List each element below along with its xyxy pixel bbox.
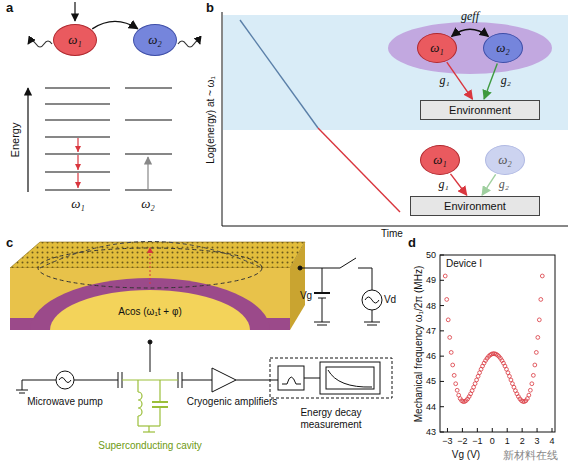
node-text: ω₂ [496, 40, 510, 56]
panel-a-art [28, 2, 200, 192]
data-point [527, 393, 531, 397]
data-point [454, 382, 458, 386]
tick-label: 3 [535, 436, 540, 446]
tick-label: −3 [442, 436, 452, 446]
node-text: ω₁ [68, 32, 82, 48]
panel-b-art [222, 12, 568, 226]
tick-label: 1 [505, 436, 510, 446]
node-text: ω₁ [430, 40, 444, 56]
data-point [528, 388, 532, 392]
data-point [452, 373, 456, 377]
tick-label: 43 [426, 427, 436, 437]
data-point [455, 388, 459, 392]
data-point [443, 274, 447, 278]
connector-arrow [92, 21, 138, 28]
data-point [473, 382, 477, 386]
node-text: Environment [449, 104, 511, 116]
data-point [446, 318, 450, 322]
annotation: Energy decay measurement [272, 407, 390, 430]
panel-d-axes [440, 255, 555, 432]
coupling-label: g₁ [439, 74, 449, 88]
connector-arrow [451, 174, 467, 195]
data-point [540, 274, 544, 278]
coupling-label: g₂ [501, 74, 511, 88]
coupling-label: geff [461, 10, 479, 24]
annotation: Microwave pump [27, 396, 103, 408]
tick-label: 44 [426, 402, 436, 412]
data-point [449, 351, 453, 355]
annotation: Mechanical frequency ω₁/2π (MHz) [413, 266, 425, 422]
data-point [533, 363, 537, 367]
tick-label: 48 [426, 300, 436, 310]
tick-label: 50 [426, 250, 436, 260]
node-text: Environment [444, 200, 506, 212]
coupling-label: g₁ [438, 178, 448, 192]
data-point [534, 351, 538, 355]
data-point [448, 336, 452, 340]
panel-letter: c [6, 236, 13, 251]
tick-label: 45 [426, 376, 436, 386]
data-point [537, 318, 541, 322]
data-point [445, 298, 449, 302]
annotation: Energy [9, 123, 22, 158]
panel-letter: b [206, 1, 214, 16]
tick-label: −1 [472, 436, 482, 446]
watermark: 新材料在线 [503, 449, 558, 462]
tick-label: 2 [520, 436, 525, 446]
annotation: Vg (V) [452, 449, 480, 461]
annotation: Acos (ω₁t + φ) [118, 306, 182, 318]
mode-circle: ω₁ [420, 145, 460, 175]
tick-label: −2 [457, 436, 467, 446]
annotation: Superconducting cavity [98, 440, 201, 452]
mode-circle: ω₂ [133, 24, 177, 56]
environment-box: Environment [410, 196, 540, 216]
panel-letter: d [408, 236, 416, 251]
annotation: Vd [384, 294, 396, 306]
data-point [536, 336, 540, 340]
mode-circle: ω₂ [483, 33, 523, 63]
annotation: Log(energy) at ~ ω₁ [205, 76, 217, 164]
data-point [509, 378, 513, 382]
mode-circle: ω₁ [53, 24, 97, 56]
data-point [475, 378, 479, 382]
connector-arrow [447, 62, 473, 99]
mode-circle: ω₁ [417, 33, 457, 63]
annotation: Vg [300, 290, 312, 302]
tick-label: 0 [490, 436, 495, 446]
node-text: ω₁ [433, 152, 447, 168]
data-point [530, 382, 534, 386]
node-text: ω₂ [148, 32, 162, 48]
data-point [508, 374, 512, 378]
connector-arrow [484, 63, 497, 99]
data-point [531, 373, 535, 377]
node-text: ω₂ [498, 152, 512, 168]
tick-label: 4 [549, 436, 554, 446]
annotation: Time [381, 228, 403, 240]
annotation: Cryogenic amplifiers [187, 396, 278, 408]
data-point [539, 298, 543, 302]
annotation: ω₂ [141, 197, 155, 212]
connector-arrow [482, 174, 496, 195]
connector-arrow [452, 29, 489, 36]
mode-circle: ω₂ [485, 145, 525, 175]
annotation: Device I [446, 258, 482, 270]
tick-label: 49 [426, 275, 436, 285]
annotation: ω₁ [71, 197, 85, 212]
coupling-label: g₂ [499, 178, 509, 192]
data-point [451, 363, 455, 367]
environment-box: Environment [420, 100, 540, 120]
tick-label: 47 [426, 326, 436, 336]
device-illustration [10, 242, 392, 433]
panel-letter: a [6, 1, 13, 16]
tick-label: 46 [426, 351, 436, 361]
